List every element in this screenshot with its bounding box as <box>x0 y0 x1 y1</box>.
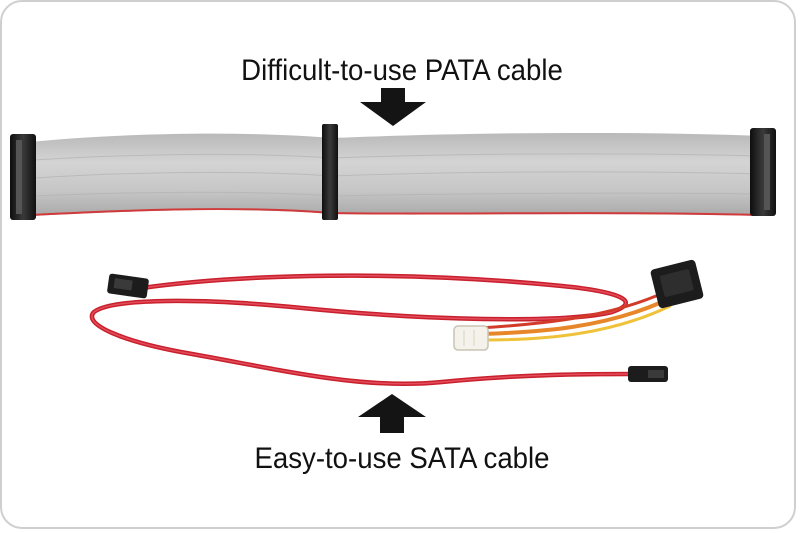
arrow-down-icon <box>360 88 426 126</box>
arrow-up-icon <box>358 394 426 433</box>
sata-connector-bottom-right <box>628 366 668 382</box>
pata-connector-left <box>10 134 36 220</box>
molex-connector <box>453 325 489 351</box>
pata-ribbon-cable <box>10 124 776 220</box>
pata-connector-middle <box>322 124 338 220</box>
sata-cable <box>89 273 672 387</box>
sata-connector-top-left <box>107 273 149 299</box>
pata-connector-right <box>750 128 776 216</box>
pata-caption: Difficult-to-use PATA cable <box>241 54 563 87</box>
sata-power-connector <box>650 259 704 309</box>
sata-caption: Easy-to-use SATA cable <box>254 442 550 475</box>
